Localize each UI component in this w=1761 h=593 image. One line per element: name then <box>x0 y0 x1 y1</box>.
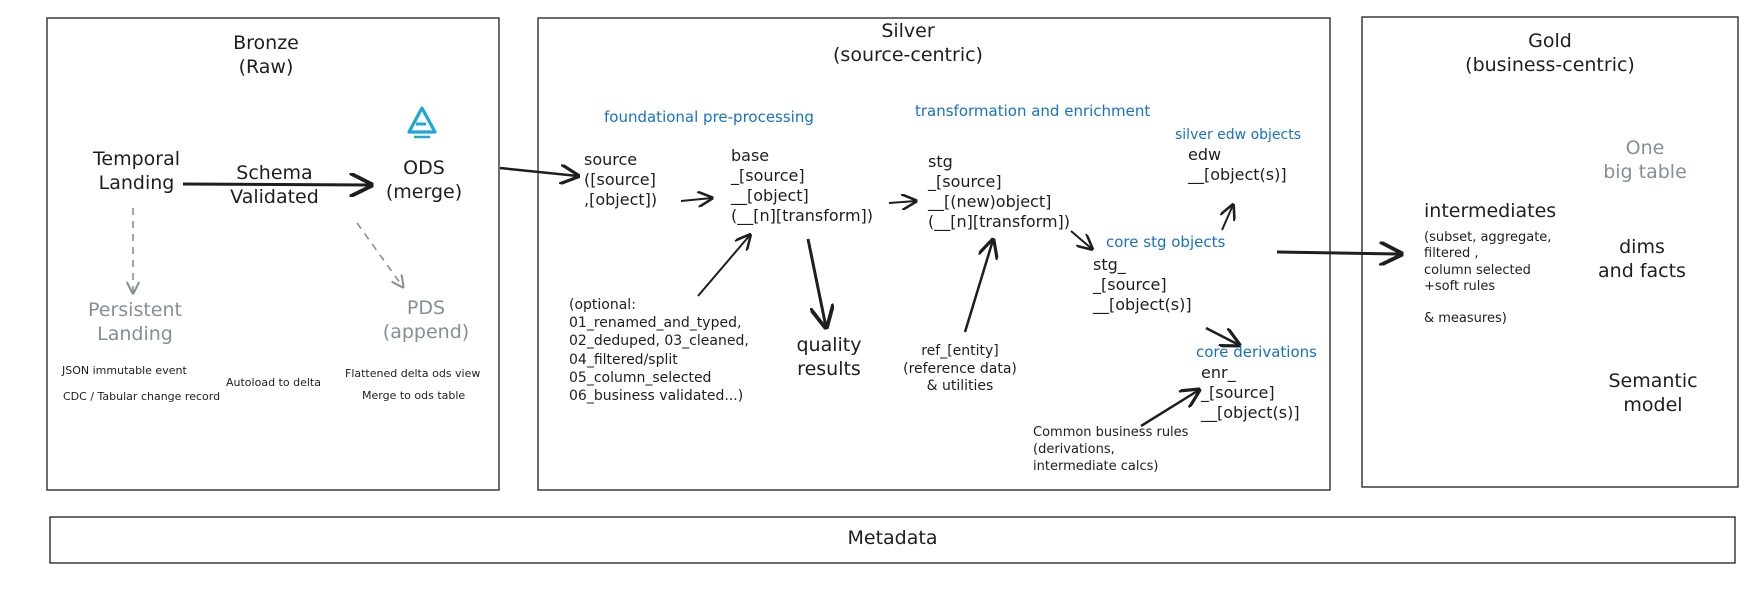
quality-results: quality results <box>796 334 862 380</box>
intermediates-label: intermediates <box>1424 200 1557 222</box>
bronze-frame <box>46 17 500 491</box>
core-stg-objects-label: core stg objects <box>1106 233 1226 251</box>
base-node: base _[source] __[object] (__[n][transfo… <box>731 146 874 225</box>
ref-entity-node: ref_[entity] (reference data) & utilitie… <box>903 343 1017 394</box>
merge-ods-table-note: Merge to ods table <box>362 389 466 402</box>
metadata-label: Metadata <box>847 527 938 549</box>
temporal-landing: Temporal Landing <box>93 148 180 194</box>
intermediates-detail-note: (subset, aggregate, filtered , column se… <box>1424 230 1552 327</box>
arrow-landing-to-ods <box>182 184 371 185</box>
foundational-preprocessing-label: foundational pre-processing <box>604 108 814 126</box>
stg-core-node: stg_ _[source] __[object(s)] <box>1093 255 1192 314</box>
bronze-title: Bronze (Raw) <box>233 32 299 78</box>
arrow-base-to-quality <box>806 238 826 327</box>
arrow-base-to-stg <box>888 201 916 203</box>
arrow-rules-to-enr <box>1140 390 1199 428</box>
json-immutable-event-note: JSON immutable event <box>62 364 187 377</box>
silver-edw-objects-label: silver edw objects <box>1175 127 1302 143</box>
arrow-bronze-to-silver <box>499 168 578 176</box>
transformation-enrichment-label: transformation and enrichment <box>915 102 1151 120</box>
source-node: source ([source] ,[object]) <box>584 150 658 209</box>
metadata-frame <box>49 516 1736 564</box>
autoload-delta-note: Autoload to delta <box>226 376 321 389</box>
arrow-core-to-edw <box>1222 205 1233 231</box>
ods-merge: ODS (merge) <box>385 157 463 203</box>
stg-node: stg _[source] __[(new)object] (__[n][tra… <box>928 152 1071 231</box>
enr-node: enr_ _[source] __[object(s)] <box>1201 363 1300 422</box>
silver-title: Silver (source-centric) <box>833 20 983 66</box>
persistent-landing: Persistent Landing <box>88 299 182 345</box>
delta-lake-logo-icon <box>407 106 437 139</box>
arrow-stg-to-core <box>1070 230 1092 249</box>
cdc-tabular-note: CDC / Tabular change record <box>63 390 221 403</box>
edw-node: edw __[object(s)] <box>1188 145 1287 184</box>
dims-and-facts: dims and facts <box>1598 236 1686 282</box>
arrow-silver-to-gold <box>1276 252 1401 254</box>
arrow-source-to-base <box>680 198 712 201</box>
arrow-ods-to-pds <box>356 222 403 287</box>
arrow-ref-to-stg <box>963 240 993 333</box>
arrow-optional-to-base <box>697 235 750 297</box>
schema-validated-label: Schema Validated <box>230 162 319 208</box>
flattened-ods-view-note: Flattened delta ods view <box>345 367 481 380</box>
optional-steps-note: (optional: 01_renamed_and_typed, 02_dedu… <box>569 297 749 404</box>
one-big-table: One big table <box>1603 137 1687 183</box>
core-derivations-label: core derivations <box>1196 343 1317 361</box>
gold-title: Gold (business-centric) <box>1465 30 1635 76</box>
arrow-core-to-derivations <box>1205 326 1239 345</box>
pds-append: PDS (append) <box>382 297 470 343</box>
common-business-rules-note: Common business rules (derivations, inte… <box>1033 425 1189 474</box>
semantic-model: Semantic model <box>1608 370 1698 416</box>
